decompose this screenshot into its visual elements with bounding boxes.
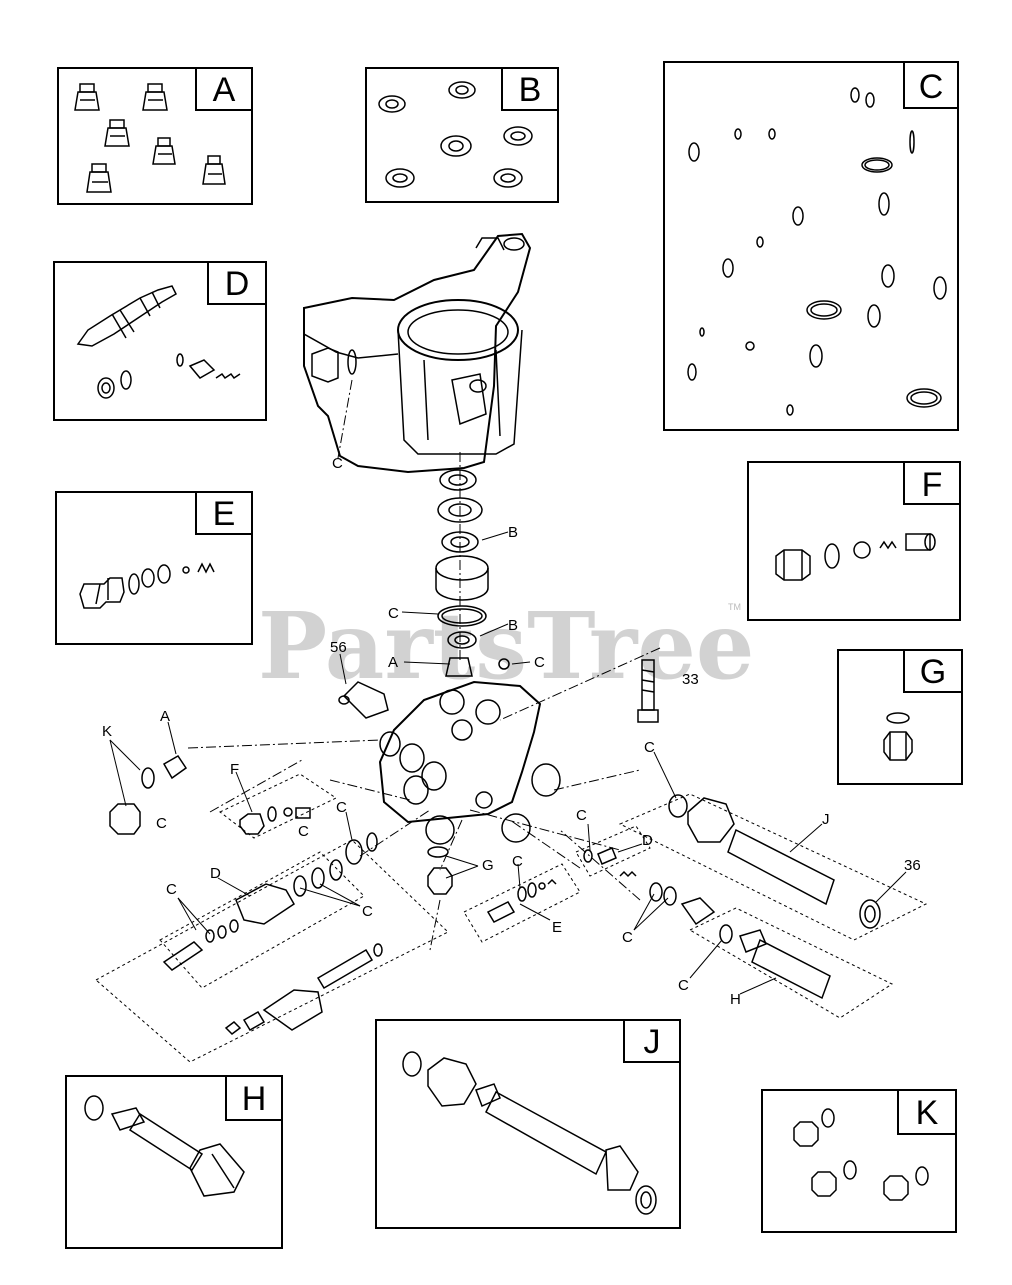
callout-c-e: C [512,853,523,870]
callout-c-oring: C [388,605,399,622]
bolt-33 [637,659,659,723]
callout-c-h-lower: C [678,977,689,994]
callout-g-center: G [482,857,494,874]
check-valve-icon [79,562,215,609]
callout-c-j: C [622,929,633,946]
kit-b-label: B [519,71,542,109]
kit-d-label: D [225,265,250,303]
kit-e-box: E [55,491,253,645]
kit-g-box: G [837,649,963,785]
kit-f-label: F [922,466,943,504]
plug-assembly-icon [775,533,936,581]
kit-h-box: H [65,1075,283,1249]
callout-a-center: A [388,654,398,671]
kit-h-label: H [242,1080,267,1118]
callout-c-h-upper: C [644,739,655,756]
leader-lines [187,379,661,951]
callout-d-left: D [210,865,221,882]
pump-housing [303,232,532,474]
hose-connector-icon [402,1051,657,1215]
kit-g-label: G [920,653,946,691]
plug-icon [883,712,913,761]
callout-k-left: K [102,723,112,740]
hose-fitting-icon [84,1095,245,1197]
watermark: PartsTree TM [258,592,754,700]
pump-manifold [338,680,561,845]
kit-c-box: C [663,61,959,431]
callout-labels: C B C B A C 56 33 K A C F C C C D C G C … [102,455,921,1008]
callout-c-housing: C [332,455,343,472]
kit-b-box: B [365,67,559,203]
plug-oring-icon [793,1108,929,1201]
seal-stack [435,469,510,677]
callout-c-d-upper: C [336,799,347,816]
assembly-outlines [95,773,928,1063]
callout-33: 33 [682,671,699,688]
kit-e-label: E [213,495,236,533]
callout-c-left-lower: C [166,881,177,898]
callout-b-lower: B [508,617,518,634]
callout-j-right: J [822,811,830,828]
watermark-tm: TM [728,602,741,612]
kit-j-box: J [375,1019,681,1229]
callout-56: 56 [330,639,347,656]
callout-b-upper: B [508,524,518,541]
callout-c-left: C [156,815,167,832]
kit-a-box: A [57,67,253,205]
exploded-parts [109,755,881,1035]
callout-f-kit: F [230,761,239,778]
callout-h-right: H [730,991,741,1008]
callout-c-f: C [298,823,309,840]
valve-icon [76,285,241,399]
callout-36: 36 [904,857,921,874]
kit-f-box: F [747,461,961,621]
callout-c-dr: C [576,807,587,824]
o-ring-icon [687,87,947,416]
kit-j-label: J [644,1023,661,1061]
callout-pointers [109,531,907,995]
callout-c-d-lower: C [362,903,373,920]
nozzle-icon [74,83,226,193]
callout-e-center: E [552,919,562,936]
callout-c-center: C [534,654,545,671]
seal-icon [378,81,533,188]
watermark-text: PartsTree [258,592,754,700]
callout-a-left: A [160,708,170,725]
kit-k-label: K [916,1094,939,1132]
callout-d-right: D [642,832,653,849]
kit-a-label: A [213,71,236,109]
kit-d-box: D [53,261,267,421]
kit-k-box: K [761,1089,957,1233]
kit-c-label: C [919,68,944,106]
